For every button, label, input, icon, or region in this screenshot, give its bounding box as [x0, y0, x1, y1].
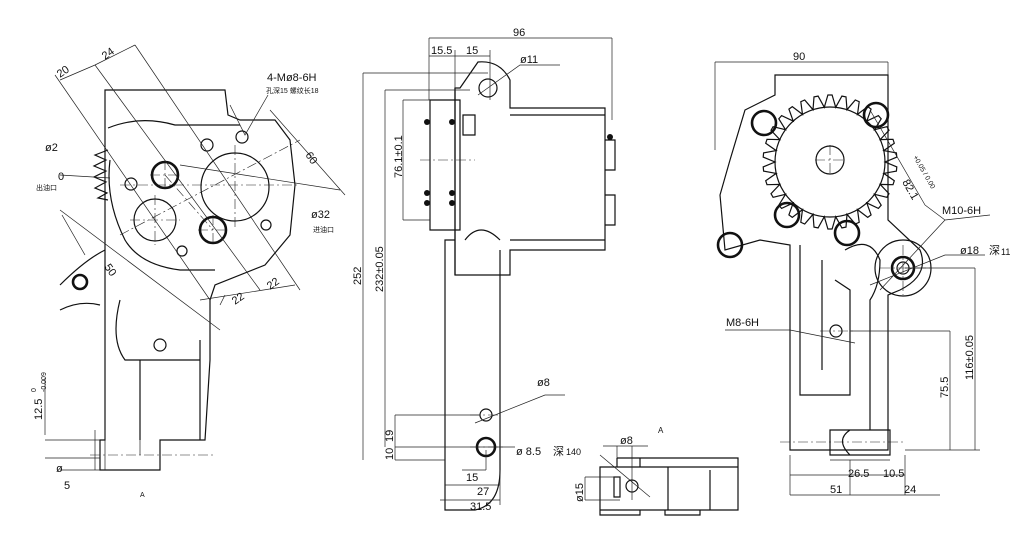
outlet-label: 出油口 [36, 183, 57, 192]
dim-75-5: 75.5 [939, 377, 951, 398]
dim-20: 20 [55, 64, 72, 81]
dim-15-bottom: 15 [466, 472, 478, 484]
dim-phi32: ø32 [311, 209, 330, 221]
dim-76-1: 76.1±0.1 [393, 135, 405, 178]
dim-10: 10 [384, 448, 396, 460]
dim-252: 252 [352, 267, 364, 285]
tol-12-5-lower: -0.009 [41, 372, 48, 392]
dim-90: 90 [793, 51, 805, 63]
dim-232: 232±0.05 [374, 246, 386, 292]
thread-note: 孔深15 螺纹长18 [266, 86, 319, 95]
dim-27: 27 [477, 486, 489, 498]
view-a-label: A [658, 426, 664, 435]
right-view: 90 82.1 +0.05 / 0.00 M10-6H ø18 深 11 M8-… [714, 51, 1010, 496]
dim-15-top: 15 [466, 45, 478, 57]
dim-24: 24 [904, 484, 916, 496]
middle-view: 96 15.5 15 ø11 76.1±0.1 252 232±0.05 ø8 … [352, 27, 616, 513]
dim-phi: ø [56, 463, 63, 475]
dim-phi2: ø2 [45, 142, 58, 154]
dim-24: 24 [100, 46, 117, 63]
dim-0: 0 [58, 171, 64, 183]
dim-22a: 22 [230, 291, 247, 308]
section-mark-a: A [140, 492, 145, 499]
depth-label: 深 [989, 244, 1000, 257]
view-a: A ø8 ø15 [574, 426, 739, 516]
depth-value: 11 [1001, 247, 1010, 257]
dim-15-5: 15.5 [431, 45, 452, 57]
dim-96: 96 [513, 27, 525, 39]
dim-82-1: 82.1 [899, 178, 920, 203]
dim-phi18: ø18 [960, 245, 979, 257]
dim-22b: 22 [265, 276, 282, 293]
inlet-label: 进油口 [313, 225, 334, 234]
dim-10-5: 10.5 [883, 468, 904, 480]
dim-31-5: 31.5 [470, 501, 491, 513]
dim-12-5: 12.5 [33, 399, 45, 420]
dim-60: 60 [303, 150, 320, 167]
dim-50: 50 [102, 262, 119, 279]
dim-26-5: 26.5 [848, 468, 869, 480]
thread-callout: 4-Mø8-6H [267, 72, 317, 84]
dim-phi11: ø11 [520, 54, 538, 66]
gear-icon [762, 94, 898, 230]
hole-depth-label: 深 [553, 445, 564, 458]
left-view: 20 24 4-Mø8-6H 孔深15 螺纹长18 ø2 0 出油口 60 ø3… [31, 44, 346, 499]
dim-116: 116±0.05 [964, 335, 976, 380]
view-a-dim-phi15: ø15 [574, 483, 586, 502]
thread-m8: M8-6H [726, 317, 759, 329]
view-a-dim-phi8: ø8 [620, 435, 633, 447]
tol-12-5-upper: 0 [31, 388, 38, 392]
thread-m10: M10-6H [942, 205, 981, 217]
dim-19: 19 [384, 430, 396, 442]
hole-depth-value: 140 [566, 447, 581, 457]
dim-hole: ø 8.5 [516, 446, 541, 458]
dim-phi8: ø8 [537, 377, 550, 389]
dim-5: 5 [64, 480, 70, 492]
dim-51: 51 [830, 484, 842, 496]
